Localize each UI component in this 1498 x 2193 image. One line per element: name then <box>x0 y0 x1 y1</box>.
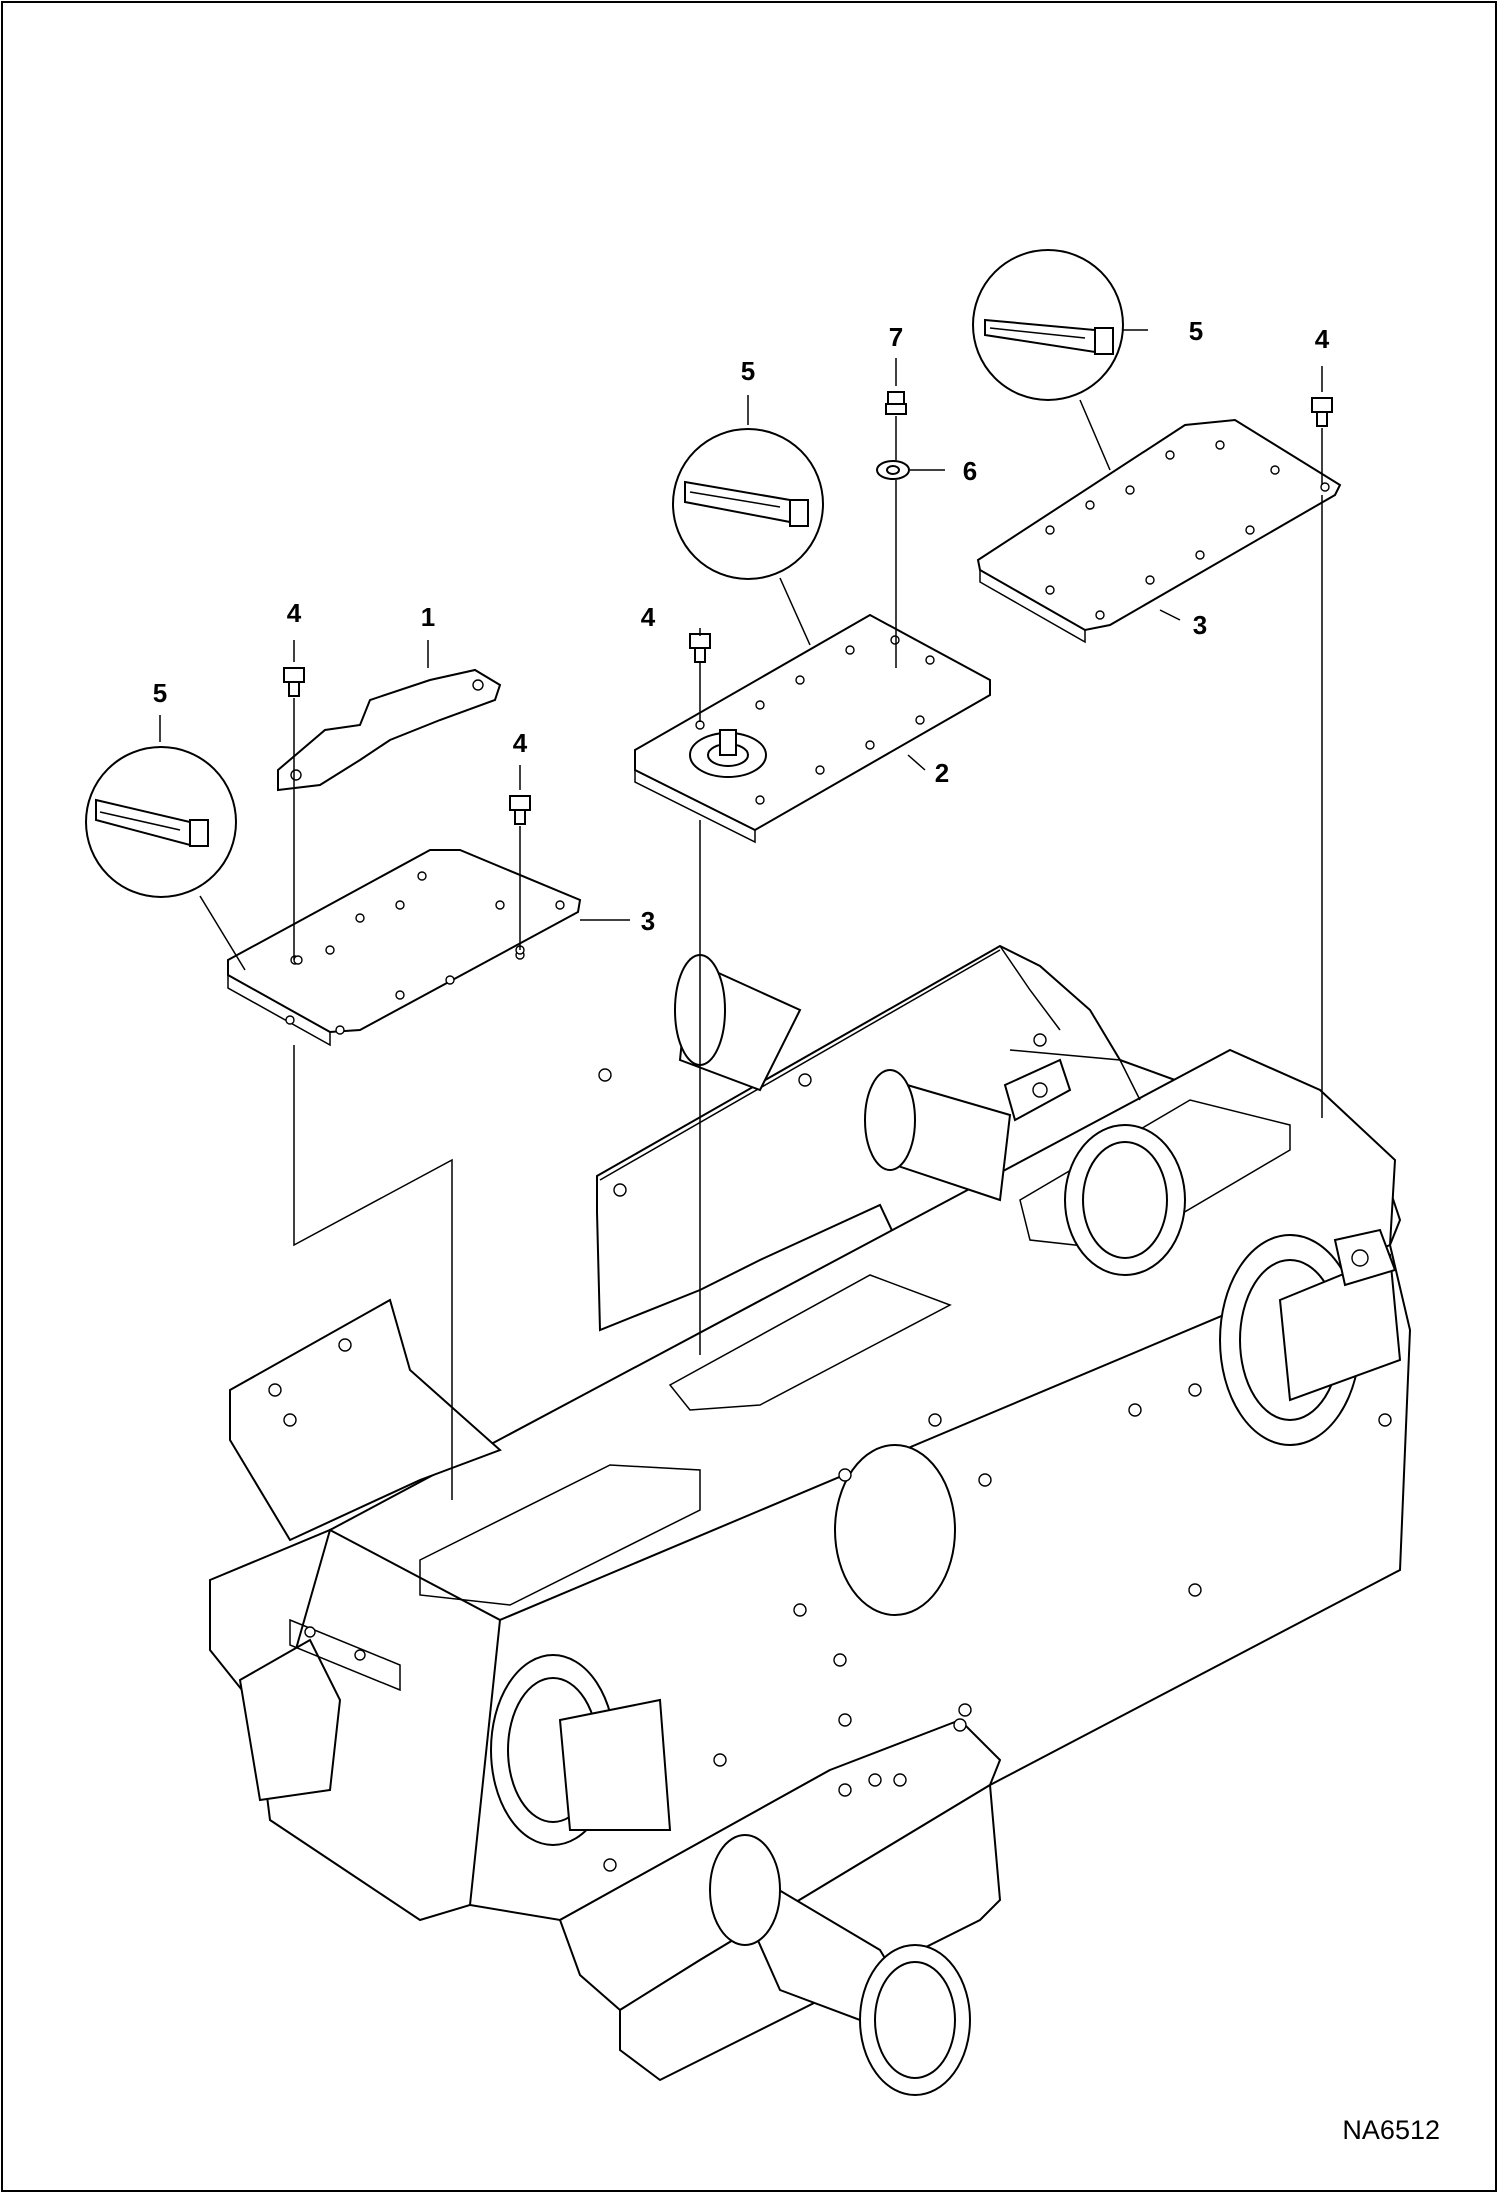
washer <box>876 460 910 480</box>
bolt-icon <box>689 633 711 663</box>
sealant-tube-icon <box>972 249 1124 401</box>
bracket-plate <box>277 668 502 792</box>
callout-4-left-plate: 4 <box>513 728 528 758</box>
callout-5-left: 5 <box>153 678 167 708</box>
callout-4-bracket: 4 <box>287 598 302 628</box>
grease-fitting <box>885 391 907 415</box>
callout-5-center: 5 <box>741 356 755 386</box>
callout-6: 6 <box>963 456 977 486</box>
callout-7: 7 <box>889 322 903 352</box>
cover-plate-left <box>227 849 582 1047</box>
cover-plate-center <box>634 613 991 844</box>
callout-4-center: 4 <box>641 602 656 632</box>
sealant-tube-icon <box>672 428 824 580</box>
main-frame <box>209 944 1412 2096</box>
callout-2: 2 <box>935 758 949 788</box>
callout-4-right: 4 <box>1315 324 1330 354</box>
cover-plate-right <box>976 418 1342 644</box>
leader-lines <box>159 329 1323 1500</box>
callout-3-right: 3 <box>1193 610 1207 640</box>
figure-code: NA6512 <box>1342 2115 1440 2145</box>
callout-3-left: 3 <box>641 906 655 936</box>
sealant-tube-icon <box>85 746 237 898</box>
bolt-icon <box>283 667 305 697</box>
bolt-icon <box>1311 397 1333 427</box>
callout-5-right: 5 <box>1189 316 1203 346</box>
callout-1: 1 <box>421 602 435 632</box>
bolt-icon <box>509 795 531 825</box>
